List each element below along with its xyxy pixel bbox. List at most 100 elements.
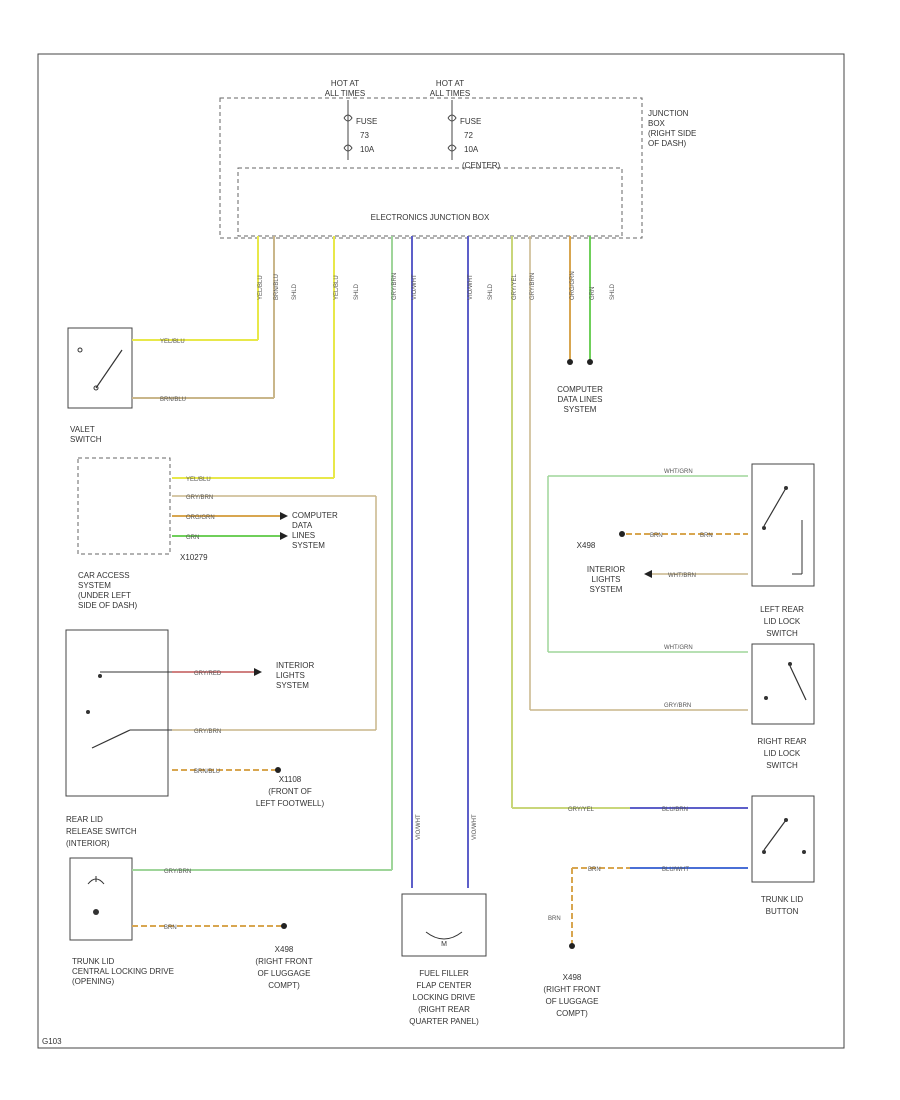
wire-label-wht-brn: WHT/BRN <box>668 573 696 579</box>
computer-data-mid-3: LINES <box>292 531 315 540</box>
interior-lights-right-2: LIGHTS <box>592 575 621 584</box>
fuse-72-icon <box>447 100 457 160</box>
left-rear-lid-label-2: LID LOCK <box>764 617 801 626</box>
wire-label-gry-yel: GRY/YEL <box>568 807 595 813</box>
trunk-lid-button-label-1: TRUNK LID <box>761 895 803 904</box>
fuse-73-icon <box>343 100 353 160</box>
connector-left-label: X10279 <box>180 553 208 562</box>
wire-label-gry-brn-1: GRY/BRN <box>186 495 213 501</box>
car-access-label-3: (UNDER LEFT <box>78 591 131 600</box>
top-wire-code-7: VIO/WHT <box>468 274 474 300</box>
interior-lights-right-1: INTERIOR <box>587 565 625 574</box>
top-wire-code-0: YEL/BLU <box>258 275 264 300</box>
fuse-left-label-3: 10A <box>360 145 375 154</box>
junction-box-label-1: JUNCTION <box>648 109 689 118</box>
interior-lights-left-1: INTERIOR <box>276 661 314 670</box>
top-wire-code-11: ORG/GRN <box>570 271 576 300</box>
connector-dot-org <box>567 359 573 365</box>
trunk-lid-drive-3: (OPENING) <box>72 977 115 986</box>
left-rear-lid-lock-box <box>751 463 815 587</box>
ground-dot-right-front-1 <box>281 923 287 929</box>
wire-label-brn-1: BRN <box>164 925 177 931</box>
wire-label-gry-brn-4: GRY/BRN <box>664 703 691 709</box>
right-rear-lid-label-3: SWITCH <box>766 761 798 770</box>
computer-data-top-1: COMPUTER <box>557 385 603 394</box>
interior-lights-left-2: LIGHTS <box>276 671 305 680</box>
fuel-filler-4: (RIGHT REAR <box>418 1005 470 1014</box>
x498-small-label: X498 <box>577 541 596 550</box>
computer-data-top-3: SYSTEM <box>564 405 597 414</box>
ground-right-front-2-2: (RIGHT FRONT <box>543 985 600 994</box>
hot-right-label-1: HOT AT <box>436 79 464 88</box>
top-wire-code-5: GRY/BRN <box>392 273 398 300</box>
top-wire-code-4: SHLD <box>354 283 360 300</box>
fuel-filler-3: LOCKING DRIVE <box>413 993 476 1002</box>
arrow-gry-red <box>254 668 262 676</box>
valet-switch-label-2: SWITCH <box>70 435 102 444</box>
fuse-right-sub-label: (CENTER) <box>462 161 501 170</box>
interior-lights-left-3: SYSTEM <box>276 681 309 690</box>
fuel-filler-5: QUARTER PANEL) <box>409 1017 479 1026</box>
fuel-filler-1: FUEL FILLER <box>419 969 469 978</box>
top-wire-code-1: BRN/BLU <box>274 274 280 300</box>
fuse-right-label-1: FUSE <box>460 117 481 126</box>
top-wire-code-13: SHLD <box>610 283 616 300</box>
ground-left-foot-1: X1108 <box>279 775 302 784</box>
rear-lid-release-1: REAR LID <box>66 815 103 824</box>
svg-text:M: M <box>441 941 447 948</box>
wire-label-yel-blu-1: YEL/BLU <box>160 339 185 345</box>
right-rear-lid-label-1: RIGHT REAR <box>757 737 806 746</box>
hot-right-label-2: ALL TIMES <box>430 89 470 98</box>
car-access-label-4: SIDE OF DASH) <box>78 601 137 610</box>
fuse-left-label-2: 73 <box>360 131 369 140</box>
left-rear-lid-label-1: LEFT REAR <box>760 605 804 614</box>
wire-label-brn-blu-1: BRN/BLU <box>160 397 186 403</box>
computer-data-top-2: DATA LINES <box>557 395 602 404</box>
ground-dot-left-foot <box>275 767 281 773</box>
ground-vertical-label: BRN <box>548 916 561 922</box>
junction-box-outline <box>219 97 643 239</box>
fuse-left-label-1: FUSE <box>356 117 377 126</box>
top-wire-code-9: GRY/YEL <box>512 273 518 300</box>
car-access-label-2: SYSTEM <box>78 581 111 590</box>
trunk-lid-button-box <box>751 795 815 883</box>
fuel-filler-drive-box <box>401 893 487 957</box>
arrow-wht-brn <box>644 570 652 578</box>
car-access-module-box <box>65 629 169 797</box>
footer-code: G103 <box>42 1037 62 1046</box>
left-rear-lid-label-3: SWITCH <box>766 629 798 638</box>
car-access-switch-icon <box>86 671 172 749</box>
valet-switch-box <box>67 327 133 409</box>
ground-left-foot-2: (FRONT OF <box>268 787 312 796</box>
trunk-lid-drive-2: CENTRAL LOCKING DRIVE <box>72 967 174 976</box>
ground-right-front-1-4: COMPT) <box>268 981 300 990</box>
wire-label-gry-brn-3: GRY/BRN <box>164 869 191 875</box>
top-wire-code-2: SHLD <box>292 283 298 300</box>
wire-label-grn-1: GRN <box>186 535 199 541</box>
ground-right-front-1-2: (RIGHT FRONT <box>255 957 312 966</box>
top-wire-code-8: SHLD <box>488 283 494 300</box>
ground-dot-x498-small <box>619 531 625 537</box>
ground-right-front-2-3: OF LUGGAGE <box>546 997 599 1006</box>
top-wire-code-3: YEL/BLU <box>334 275 340 300</box>
arrow-org-grn <box>280 512 288 520</box>
computer-data-mid-4: SYSTEM <box>292 541 325 550</box>
wire-label-vio-wht-left: VIO/WHT <box>416 814 422 840</box>
ground-left-foot-3: LEFT FOOTWELL) <box>256 799 325 808</box>
hot-left-label-1: HOT AT <box>331 79 359 88</box>
rear-lid-release-2: RELEASE SWITCH <box>66 827 137 836</box>
ground-right-front-1-3: OF LUGGAGE <box>258 969 311 978</box>
junction-box-label-4: OF DASH) <box>648 139 687 148</box>
fuse-right-label-3: 10A <box>464 145 479 154</box>
right-rear-lid-label-2: LID LOCK <box>764 749 801 758</box>
diagram-frame <box>37 53 845 1049</box>
fuel-filler-2: FLAP CENTER <box>417 981 472 990</box>
wire-label-gry-brn-2: GRY/BRN <box>194 729 221 735</box>
wire-label-brn-blu-2: BRN/BLU <box>194 769 220 775</box>
right-rear-lid-lock-box <box>751 643 815 725</box>
interior-lights-right-3: SYSTEM <box>590 585 623 594</box>
connector-dot-grn <box>587 359 593 365</box>
valet-switch-icon <box>77 347 123 391</box>
top-wire-codes: YEL/BLU BRN/BLU SHLD YEL/BLU SHLD GRY/BRN VIO/… <box>258 271 616 300</box>
